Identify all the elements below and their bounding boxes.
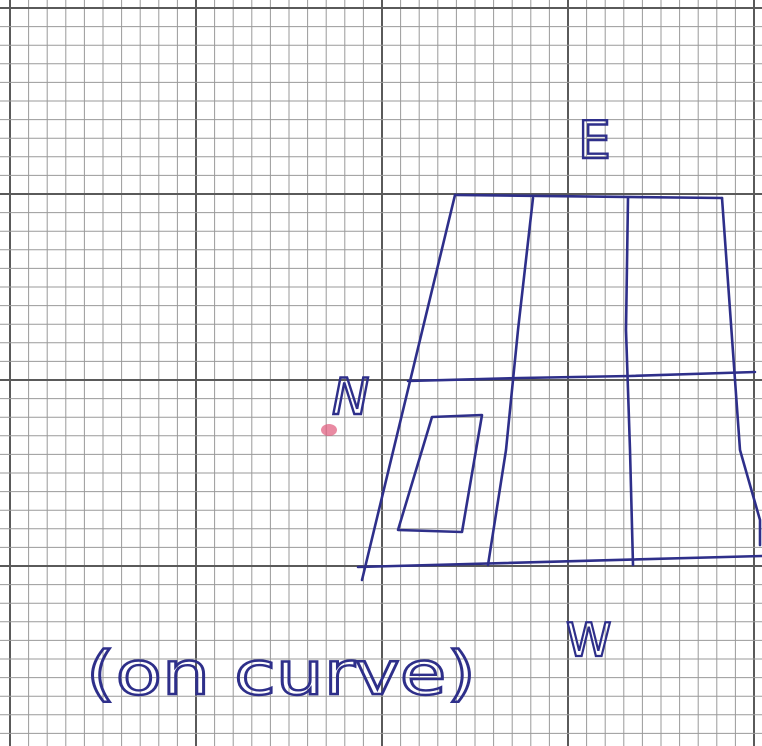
outer-left-edge bbox=[360, 193, 457, 582]
divider-middle bbox=[406, 370, 757, 383]
divider-left bbox=[486, 196, 535, 567]
label-east: E bbox=[578, 111, 611, 171]
outer-bottom-edge bbox=[356, 554, 762, 569]
note-on-curve: (on curve) bbox=[86, 639, 476, 709]
divider-right bbox=[624, 196, 635, 567]
panel-outline bbox=[356, 193, 762, 582]
label-west: W bbox=[566, 613, 611, 667]
outer-right-edge bbox=[720, 196, 762, 547]
small-window bbox=[396, 413, 484, 534]
label-north: N bbox=[332, 368, 369, 426]
marker-dot bbox=[321, 424, 337, 436]
outer-top-edge bbox=[453, 193, 724, 200]
